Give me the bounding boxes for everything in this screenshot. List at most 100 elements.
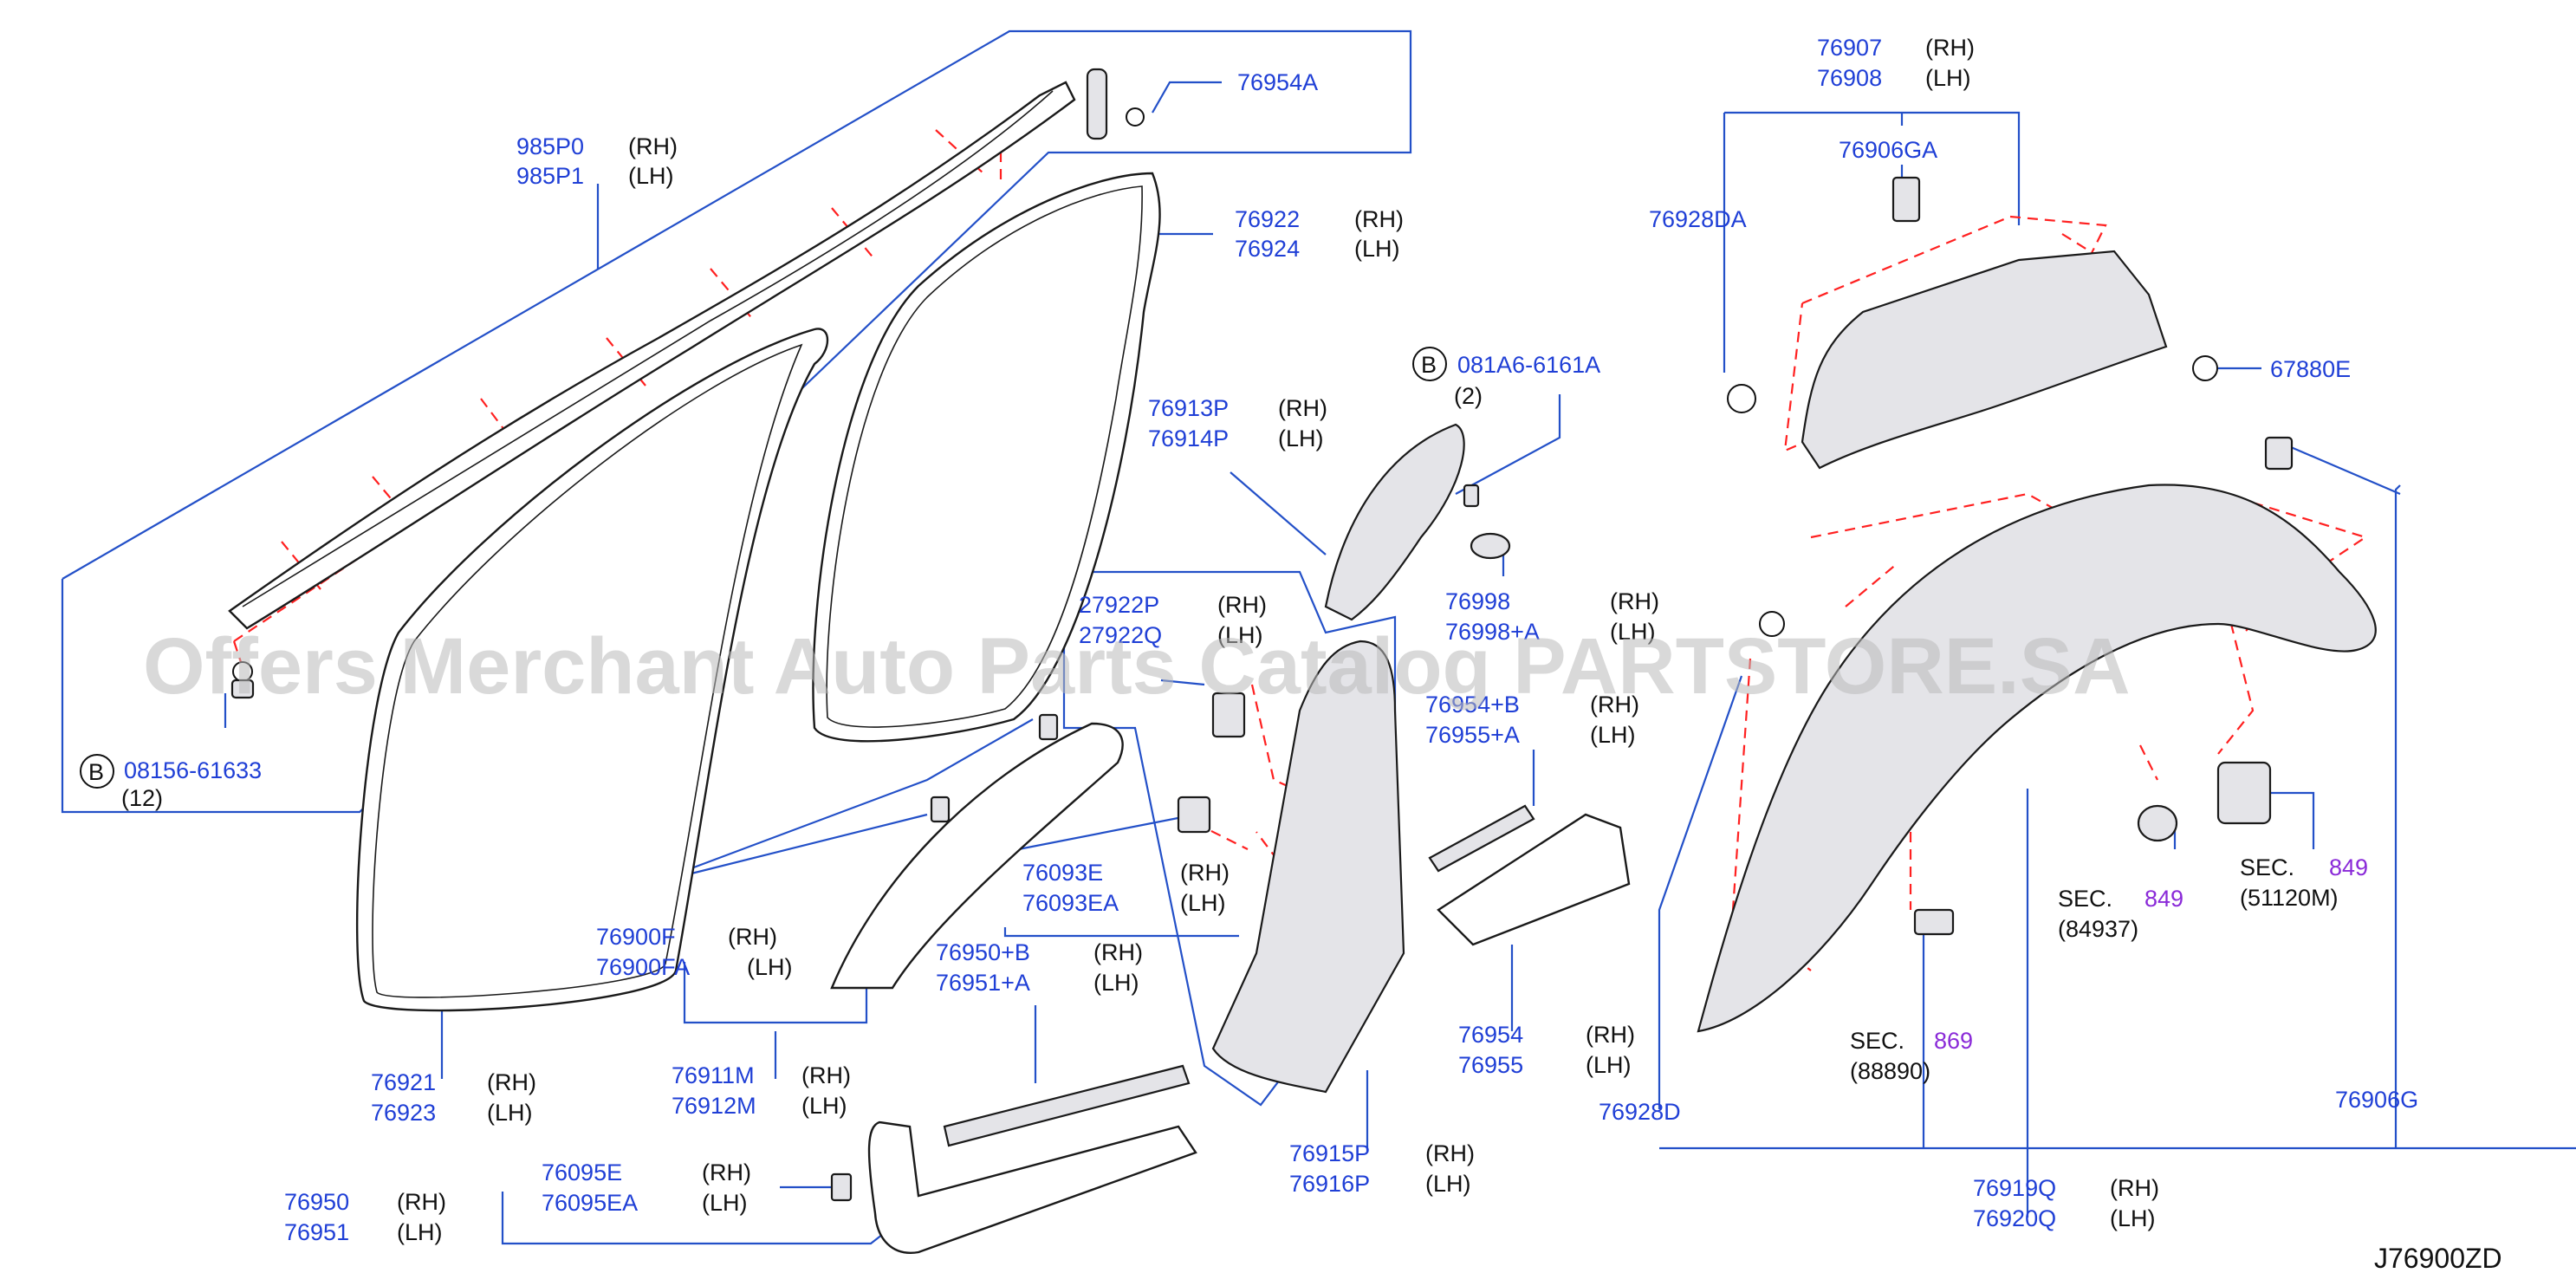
- label-76900fa-lh: (LH): [747, 954, 793, 980]
- label-76914p: 76914P: [1148, 425, 1229, 451]
- b-pillar-trim-part: [1177, 640, 1405, 1094]
- rear-kicking-plate-part: [1428, 804, 1631, 946]
- rear-quarter-lower-trim-part: [1697, 436, 2377, 1033]
- label-985p1-lh: (LH): [628, 163, 674, 189]
- label-sec849a-ref: (84937): [2058, 916, 2138, 942]
- label-76093ea-lh: (LH): [1180, 890, 1226, 916]
- label-76919q: 76919Q: [1973, 1175, 2056, 1201]
- label-76906g: 76906G: [2335, 1087, 2418, 1113]
- label-76913p: 76913P: [1148, 395, 1229, 421]
- rear-door-weatherstrip-part: [812, 172, 1161, 743]
- label-76920q-lh: (LH): [2110, 1205, 2156, 1231]
- label-76900fa: 76900FA: [596, 954, 690, 980]
- label-76912m-lh: (LH): [801, 1093, 847, 1119]
- b-marker-letter: B: [1421, 352, 1437, 378]
- label-76907-rh: (RH): [1925, 35, 1975, 61]
- label-76950b: 76950+B: [936, 939, 1030, 965]
- label-76911m: 76911M: [672, 1062, 755, 1088]
- label-76908-lh: (LH): [1925, 65, 1971, 91]
- label-76951a-lh: (LH): [1093, 970, 1139, 996]
- label-76095e: 76095E: [542, 1159, 622, 1185]
- label-76954: 76954: [1458, 1022, 1523, 1048]
- label-76998-rh: (RH): [1610, 588, 1659, 614]
- a-pillar-trim-part: [1324, 423, 1511, 621]
- label-76914p-lh: (LH): [1278, 425, 1324, 451]
- label-76924-lh: (LH): [1354, 236, 1400, 262]
- label-sec-word-c: SEC.: [1850, 1028, 1904, 1054]
- label-67880e: 67880E: [2270, 356, 2351, 382]
- front-pillar-lower-part: [830, 713, 1124, 990]
- label-76908: 76908: [1817, 65, 1882, 91]
- label-76955a: 76955+A: [1425, 722, 1520, 748]
- label-081a6-qty: (2): [1454, 383, 1483, 409]
- label-76950b-rh: (RH): [1093, 939, 1143, 965]
- label-76923: 76923: [371, 1100, 436, 1126]
- label-76998a: 76998+A: [1445, 619, 1540, 645]
- label-08156: 08156-61633: [124, 757, 262, 783]
- label-76954b-rh: (RH): [1590, 692, 1639, 718]
- b-marker-icon-2: [80, 754, 114, 789]
- label-76093e: 76093E: [1022, 860, 1103, 886]
- label-08156-qty: (12): [121, 785, 163, 811]
- label-76924: 76924: [1235, 236, 1300, 262]
- label-76922: 76922: [1235, 206, 1300, 232]
- label-76907: 76907: [1817, 35, 1882, 61]
- label-sec869-ref: (88890): [1850, 1058, 1930, 1084]
- label-27922q-lh: (LH): [1217, 622, 1263, 648]
- label-76998: 76998: [1445, 588, 1510, 614]
- label-76921-rh: (RH): [487, 1069, 536, 1095]
- label-76950: 76950: [284, 1189, 349, 1215]
- label-76911m-rh: (RH): [801, 1062, 851, 1088]
- b-marker-letter-2: B: [88, 759, 104, 785]
- diagram-reference-code: J76900ZD: [2374, 1243, 2502, 1274]
- label-76920q: 76920Q: [1973, 1205, 2056, 1231]
- label-76955-lh: (LH): [1586, 1052, 1632, 1078]
- label-76916p: 76916P: [1289, 1171, 1370, 1197]
- watermark-text: Offers Merchant Auto Parts Catalog PARTS…: [143, 622, 2131, 711]
- label-76906ga: 76906GA: [1839, 137, 1937, 163]
- label-76922-rh: (RH): [1354, 206, 1404, 232]
- label-76095ea: 76095EA: [542, 1190, 638, 1216]
- label-76095e-rh: (RH): [702, 1159, 751, 1185]
- label-081a6: 081A6-6161A: [1457, 352, 1600, 378]
- label-76954-rh: (RH): [1586, 1022, 1635, 1048]
- label-76955: 76955: [1458, 1052, 1523, 1078]
- label-76915p: 76915P: [1289, 1140, 1370, 1166]
- label-27922p-rh: (RH): [1217, 592, 1267, 618]
- label-76950-rh: (RH): [397, 1189, 446, 1215]
- label-76093e-rh: (RH): [1180, 860, 1230, 886]
- rear-upper-trim-part: [1727, 176, 2218, 470]
- label-76951a: 76951+A: [936, 970, 1030, 996]
- label-76093ea: 76093EA: [1022, 890, 1119, 916]
- b-marker-icon: [1412, 347, 1447, 381]
- label-76928da: 76928DA: [1649, 206, 1747, 232]
- label-76951: 76951: [284, 1219, 349, 1245]
- label-76900f-rh: (RH): [728, 924, 777, 950]
- label-76916p-lh: (LH): [1425, 1171, 1471, 1197]
- front-door-weatherstrip-part: [355, 328, 829, 1012]
- label-27922q: 27922Q: [1079, 622, 1162, 648]
- label-76928d: 76928D: [1599, 1099, 1681, 1125]
- label-76912m: 76912M: [672, 1093, 756, 1119]
- label-76998a-lh: (LH): [1610, 619, 1656, 645]
- front-kicking-plate-part: [830, 1064, 1197, 1254]
- label-985p0-rh: (RH): [628, 133, 678, 159]
- label-76921: 76921: [371, 1069, 436, 1095]
- label-985p0: 985P0: [516, 133, 584, 159]
- label-sec849b-ref: (51120M): [2240, 885, 2339, 911]
- label-76923-lh: (LH): [487, 1100, 533, 1126]
- label-76919q-rh: (RH): [2110, 1175, 2159, 1201]
- label-sec849a: 849: [2145, 886, 2183, 912]
- label-27922p: 27922P: [1079, 592, 1159, 618]
- label-76915p-rh: (RH): [1425, 1140, 1475, 1166]
- label-sec-word-a: SEC.: [2058, 886, 2112, 912]
- label-sec-word-b: SEC.: [2240, 854, 2294, 880]
- label-76951-lh: (LH): [397, 1219, 443, 1245]
- label-76900f: 76900F: [596, 924, 676, 950]
- label-76954b: 76954+B: [1425, 692, 1520, 718]
- label-76955a-lh: (LH): [1590, 722, 1636, 748]
- label-985p1: 985P1: [516, 163, 584, 189]
- label-sec849b: 849: [2329, 854, 2368, 880]
- label-76095ea-lh: (LH): [702, 1190, 748, 1216]
